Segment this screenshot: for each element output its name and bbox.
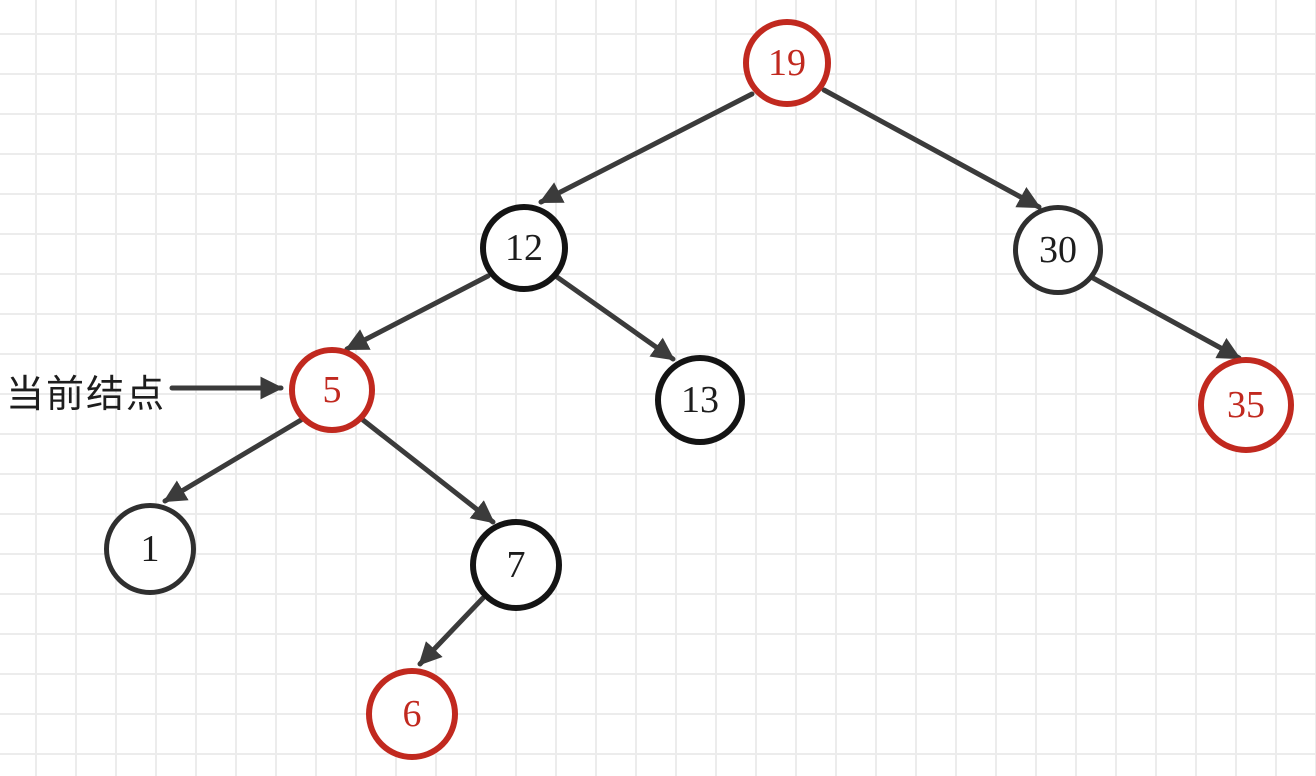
node-value: 1 xyxy=(140,528,160,570)
tree-node-13[interactable]: 13 xyxy=(655,355,745,445)
edge-12-13[interactable] xyxy=(554,274,676,362)
tree-node-6[interactable]: 6 xyxy=(366,668,458,760)
edge-19-12[interactable] xyxy=(538,91,755,205)
edge-5-1[interactable] xyxy=(162,417,304,504)
tree-node-35[interactable]: 35 xyxy=(1198,357,1294,453)
current-node-label: 当前结点 xyxy=(6,374,167,416)
node-value: 30 xyxy=(1039,229,1077,271)
node-value: 5 xyxy=(322,369,342,411)
node-value: 6 xyxy=(402,693,422,735)
node-value: 13 xyxy=(681,379,719,421)
edge-5-7[interactable] xyxy=(360,417,496,525)
node-value: 19 xyxy=(768,42,806,84)
edge-7-6[interactable] xyxy=(417,595,486,667)
tree-node-12[interactable]: 12 xyxy=(480,204,568,292)
node-value: 7 xyxy=(506,544,526,586)
node-value: 35 xyxy=(1227,384,1265,426)
edge-30-35[interactable] xyxy=(1090,275,1242,361)
tree-node-7[interactable]: 7 xyxy=(470,519,562,611)
tree-node-19[interactable]: 19 xyxy=(743,19,831,107)
tree-node-1[interactable]: 1 xyxy=(104,503,196,595)
edge-19-30[interactable] xyxy=(821,87,1042,210)
node-value: 12 xyxy=(505,227,543,269)
tree-node-5[interactable]: 5 xyxy=(289,347,375,433)
edge-12-5[interactable] xyxy=(344,273,491,352)
tree-node-30[interactable]: 30 xyxy=(1013,205,1103,295)
